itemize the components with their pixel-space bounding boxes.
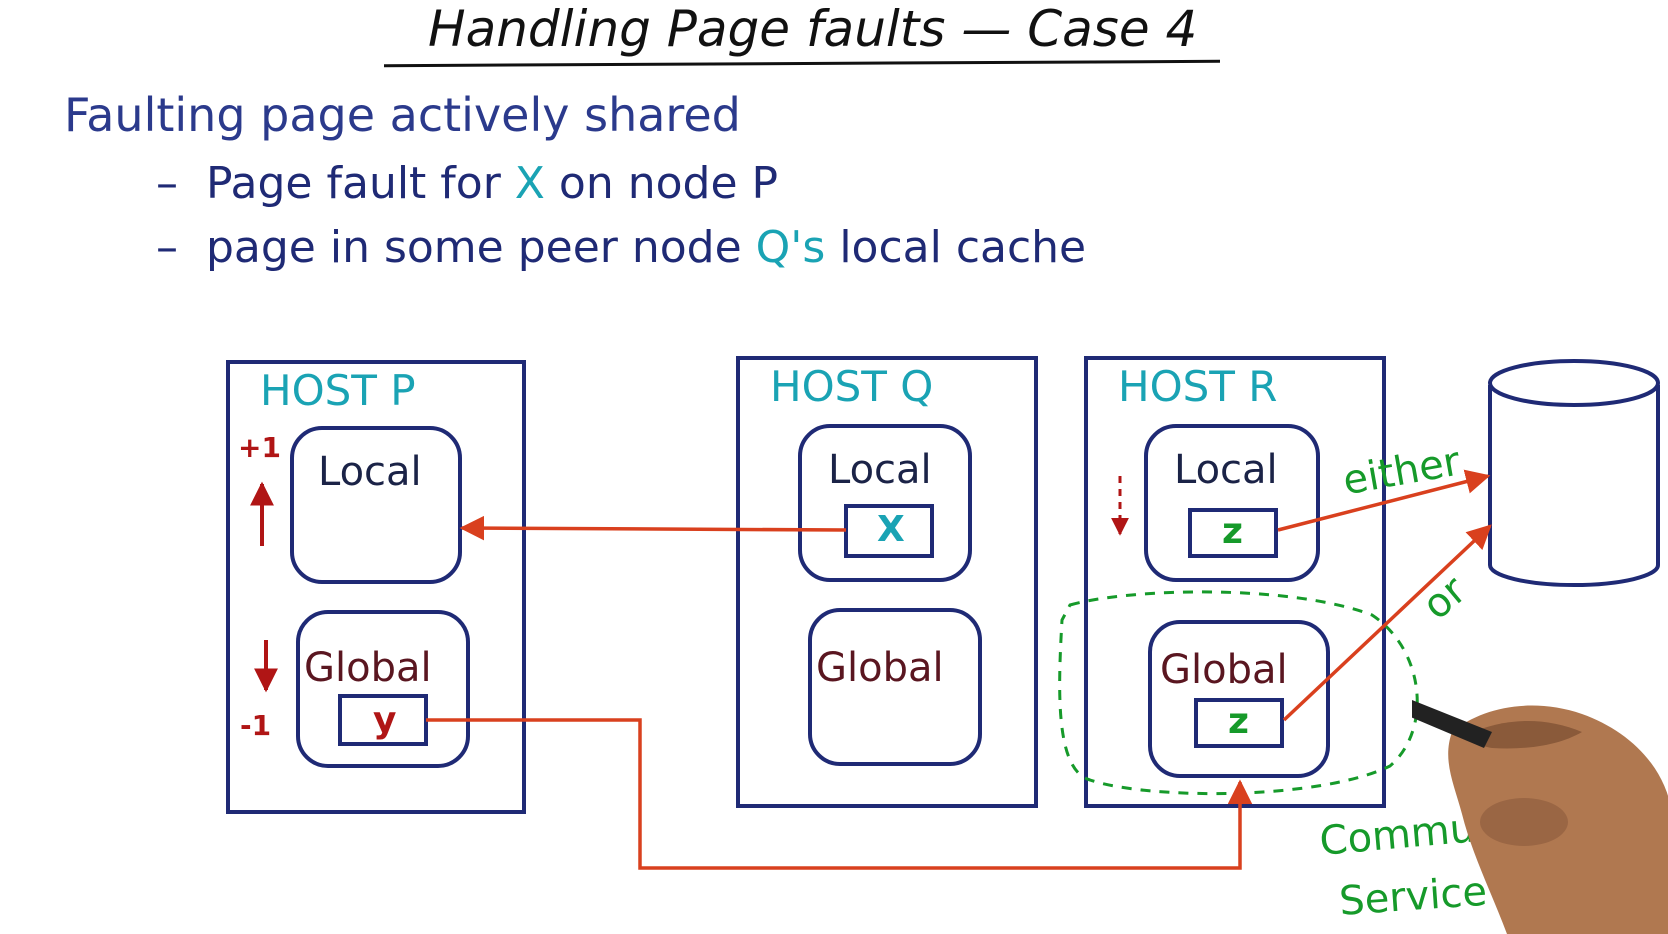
bullet-2-highlight: Q's bbox=[755, 222, 826, 273]
arrow-r-global-z-to-disk bbox=[1282, 524, 1492, 722]
host-r-global-box bbox=[1148, 620, 1330, 778]
bullet-2: – page in some peer node Q's local cache bbox=[156, 226, 1086, 270]
bullet-2-tail: local cache bbox=[825, 222, 1087, 273]
host-q-label: HOST Q bbox=[770, 362, 934, 411]
bullet-2-text: page in some peer node bbox=[205, 222, 756, 273]
host-q-global-box bbox=[808, 608, 982, 766]
host-r-label: HOST R bbox=[1118, 362, 1278, 411]
host-r-local-label: Local bbox=[1174, 447, 1278, 493]
host-p-box bbox=[226, 360, 526, 814]
heading: Faulting page actively shared bbox=[64, 88, 741, 142]
host-r-global-label: Global bbox=[1160, 647, 1288, 693]
host-r-box bbox=[1084, 356, 1386, 808]
disk-icon bbox=[1488, 385, 1660, 587]
host-p-local-box bbox=[290, 426, 462, 584]
host-p-label: HOST P bbox=[260, 366, 416, 415]
bullet-1-text: Page fault for bbox=[205, 158, 515, 209]
host-q-page-x: X bbox=[877, 509, 905, 550]
host-q-box bbox=[736, 356, 1038, 808]
bullet-1-dash: – bbox=[156, 158, 178, 209]
disk-top bbox=[1488, 359, 1660, 407]
host-q-local-box bbox=[798, 424, 972, 582]
host-p-local-label: Local bbox=[318, 449, 422, 495]
arrow-x-to-p-local bbox=[459, 515, 847, 541]
host-r-local-page-z: z bbox=[1222, 511, 1243, 552]
host-q-local-label: Local bbox=[828, 447, 932, 493]
arrow-y-to-r-global bbox=[426, 718, 1253, 870]
host-q-global-label: Global bbox=[816, 645, 944, 691]
host-r-global-page-z-box bbox=[1194, 698, 1284, 748]
host-p-global-label: Global bbox=[304, 645, 432, 691]
bullet-2-dash: – bbox=[156, 222, 178, 273]
host-r-local-box bbox=[1144, 424, 1320, 582]
bullet-1-highlight: X bbox=[514, 158, 545, 209]
bullet-1: – Page fault for X on node P bbox=[156, 162, 778, 206]
slide-title: Handling Page faults — Case 4 bbox=[428, 0, 1198, 58]
host-q-page-x-box bbox=[844, 504, 934, 558]
community-service-outline bbox=[1058, 590, 1419, 796]
host-p-global-box bbox=[296, 610, 470, 768]
host-r-global-page-z: z bbox=[1228, 701, 1249, 742]
hand-with-pen-image bbox=[1412, 700, 1668, 934]
host-r-local-page-z-box bbox=[1188, 508, 1278, 558]
local-increment-label: +1 bbox=[238, 431, 281, 464]
bullet-1-tail: on node P bbox=[544, 158, 779, 209]
host-p-page-y: y bbox=[373, 700, 397, 741]
arrow-r-local-z-to-disk bbox=[1277, 469, 1491, 532]
global-decrement-label: -1 bbox=[240, 709, 272, 742]
